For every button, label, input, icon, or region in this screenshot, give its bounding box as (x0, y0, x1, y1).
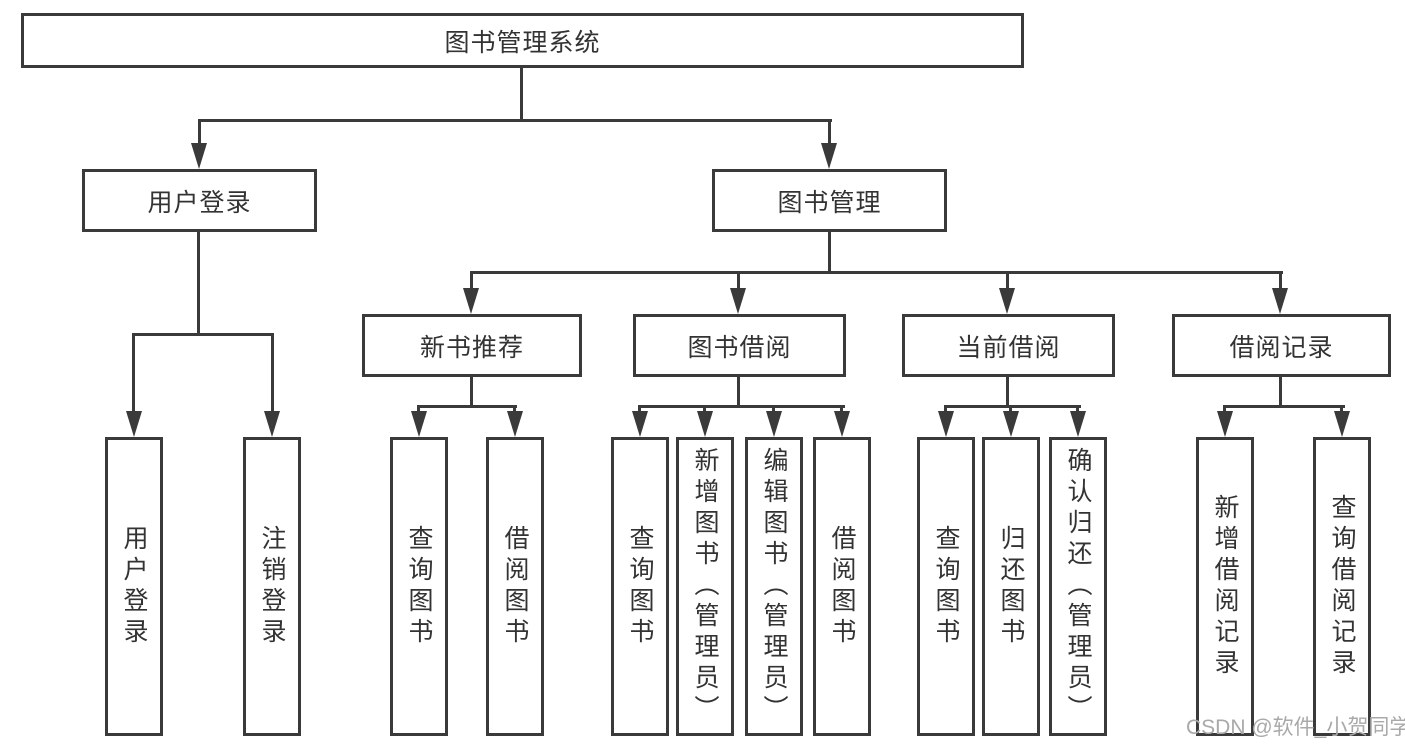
connector-line (828, 232, 831, 273)
node-leaf-add-books-admin: 新增图书（管理员） (676, 437, 734, 736)
connector-line (840, 405, 843, 415)
leaf-label: 确认归还（管理员） (1064, 447, 1092, 726)
arrowhead-icon (191, 143, 207, 169)
connector-line (1223, 405, 1226, 415)
connector-line (1006, 377, 1009, 408)
connector-line (944, 405, 1081, 408)
arrowhead-icon (507, 411, 523, 437)
connector-line (1279, 377, 1282, 408)
node-leaf-query-borrow-record: 查询借阅记录 (1313, 437, 1371, 736)
node-leaf-borrow-books-1: 借阅图书 (486, 437, 544, 736)
connector-line (197, 232, 200, 336)
arrowhead-icon (1272, 288, 1288, 314)
connector-line (703, 405, 706, 415)
node-borrow-records: 借阅记录 (1172, 314, 1391, 377)
node-leaf-return-books: 归还图书 (982, 437, 1040, 736)
arrowhead-icon (1003, 411, 1019, 437)
arrowhead-icon (834, 411, 850, 437)
leaf-label: 借阅图书 (828, 524, 856, 649)
arrowhead-icon (1070, 411, 1086, 437)
leaf-label: 注销登录 (258, 524, 286, 649)
connector-line (132, 333, 274, 336)
leaf-label: 查询图书 (932, 524, 960, 649)
leaf-label: 查询图书 (405, 524, 433, 649)
node-leaf-confirm-return-admin: 确认归还（管理员） (1049, 437, 1107, 736)
connector-line (772, 405, 775, 415)
arrowhead-icon (766, 411, 782, 437)
arrowhead-icon (938, 411, 954, 437)
connector-line (638, 405, 845, 408)
node-current-borrow: 当前借阅 (902, 314, 1115, 377)
leaf-label: 编辑图书（管理员） (760, 447, 788, 726)
arrowhead-icon (1217, 411, 1233, 437)
connector-line (1279, 271, 1282, 291)
leaf-label: 查询图书 (626, 524, 654, 649)
leaf-label: 归还图书 (997, 524, 1025, 649)
connector-line (1340, 405, 1343, 415)
node-new-book-recommend: 新书推荐 (362, 314, 582, 377)
connector-line (470, 377, 473, 408)
node-user-login: 用户登录 (82, 169, 317, 232)
node-borrow-records-label: 借阅记录 (1229, 333, 1334, 362)
connector-line (271, 333, 274, 413)
connector-line (944, 405, 947, 415)
leaf-label: 新增图书（管理员） (691, 447, 719, 726)
node-user-login-label: 用户登录 (147, 188, 252, 217)
connector-line (470, 271, 473, 291)
arrowhead-icon (1334, 411, 1350, 437)
arrowhead-icon (999, 288, 1015, 314)
node-leaf-user-login: 用户登录 (105, 437, 163, 736)
connector-line (1006, 271, 1009, 291)
connector-line (1009, 405, 1012, 415)
arrowhead-icon (411, 411, 427, 437)
connector-line (132, 333, 135, 413)
connector-line (198, 119, 832, 122)
arrowhead-icon (126, 411, 142, 437)
node-root: 图书管理系统 (21, 13, 1024, 68)
leaf-label: 用户登录 (120, 524, 148, 649)
node-leaf-borrow-books-2: 借阅图书 (813, 437, 871, 736)
connector-line (638, 405, 641, 415)
node-book-management-label: 图书管理 (777, 188, 882, 217)
connector-line (513, 405, 516, 415)
leaf-label: 借阅图书 (501, 524, 529, 649)
node-leaf-query-books-2: 查询图书 (611, 437, 669, 736)
connector-line (417, 405, 420, 415)
node-book-borrow-label: 图书借阅 (687, 333, 792, 362)
node-leaf-edit-books-admin: 编辑图书（管理员） (745, 437, 803, 736)
connector-line (1076, 405, 1079, 415)
connector-line (1223, 405, 1345, 408)
arrowhead-icon (632, 411, 648, 437)
connector-line (737, 377, 740, 408)
arrowhead-icon (264, 411, 280, 437)
leaf-label: 新增借阅记录 (1211, 493, 1239, 680)
connector-line (828, 119, 831, 147)
node-current-borrow-label: 当前借阅 (956, 333, 1061, 362)
leaf-label: 查询借阅记录 (1328, 493, 1356, 680)
node-new-book-recommend-label: 新书推荐 (419, 333, 524, 362)
arrowhead-icon (821, 143, 837, 169)
csdn-watermark: CSDN @软件_小贺同学 (1186, 716, 1405, 739)
connector-line (417, 405, 517, 408)
node-book-borrow: 图书借阅 (633, 314, 846, 377)
node-book-management: 图书管理 (712, 169, 947, 232)
connector-line (520, 68, 523, 121)
node-leaf-query-books-3: 查询图书 (917, 437, 975, 736)
node-leaf-query-books-1: 查询图书 (390, 437, 448, 736)
arrowhead-icon (463, 288, 479, 314)
node-leaf-logout: 注销登录 (243, 437, 301, 736)
connector-line (470, 271, 1283, 274)
arrowhead-icon (697, 411, 713, 437)
node-root-label: 图书管理系统 (444, 28, 601, 57)
arrowhead-icon (730, 288, 746, 314)
connector-line (737, 271, 740, 291)
connector-line (198, 119, 201, 147)
node-leaf-add-borrow-record: 新增借阅记录 (1196, 437, 1254, 736)
